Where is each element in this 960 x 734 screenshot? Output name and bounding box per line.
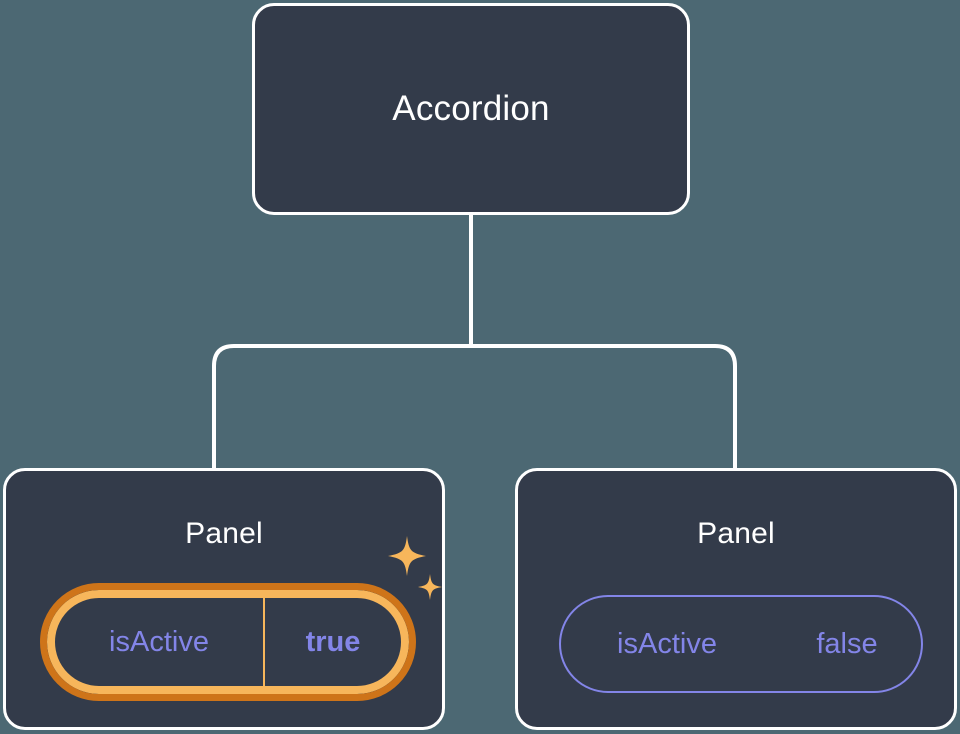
node-panel-inactive-label: Panel [697,517,775,550]
prop-pill-highlight-ring: isActive true [47,590,409,694]
prop-pill-isactive-true[interactable]: isActive true [40,583,416,701]
prop-divider [263,598,265,686]
node-panel-inactive[interactable]: Panel isActive false [515,468,957,730]
node-panel-active[interactable]: Panel isActive true [3,468,445,730]
node-panel-active-label: Panel [185,517,263,550]
connector-branch-bus [212,344,737,470]
prop-key-label: isActive [109,625,209,658]
prop-value-label: true [305,625,361,658]
prop-pill-isactive-false[interactable]: isActive false [559,595,923,693]
prop-key-label: isActive [617,627,717,660]
node-accordion[interactable]: Accordion [252,3,690,215]
prop-value-label: false [816,627,878,660]
node-accordion-label: Accordion [392,89,550,128]
